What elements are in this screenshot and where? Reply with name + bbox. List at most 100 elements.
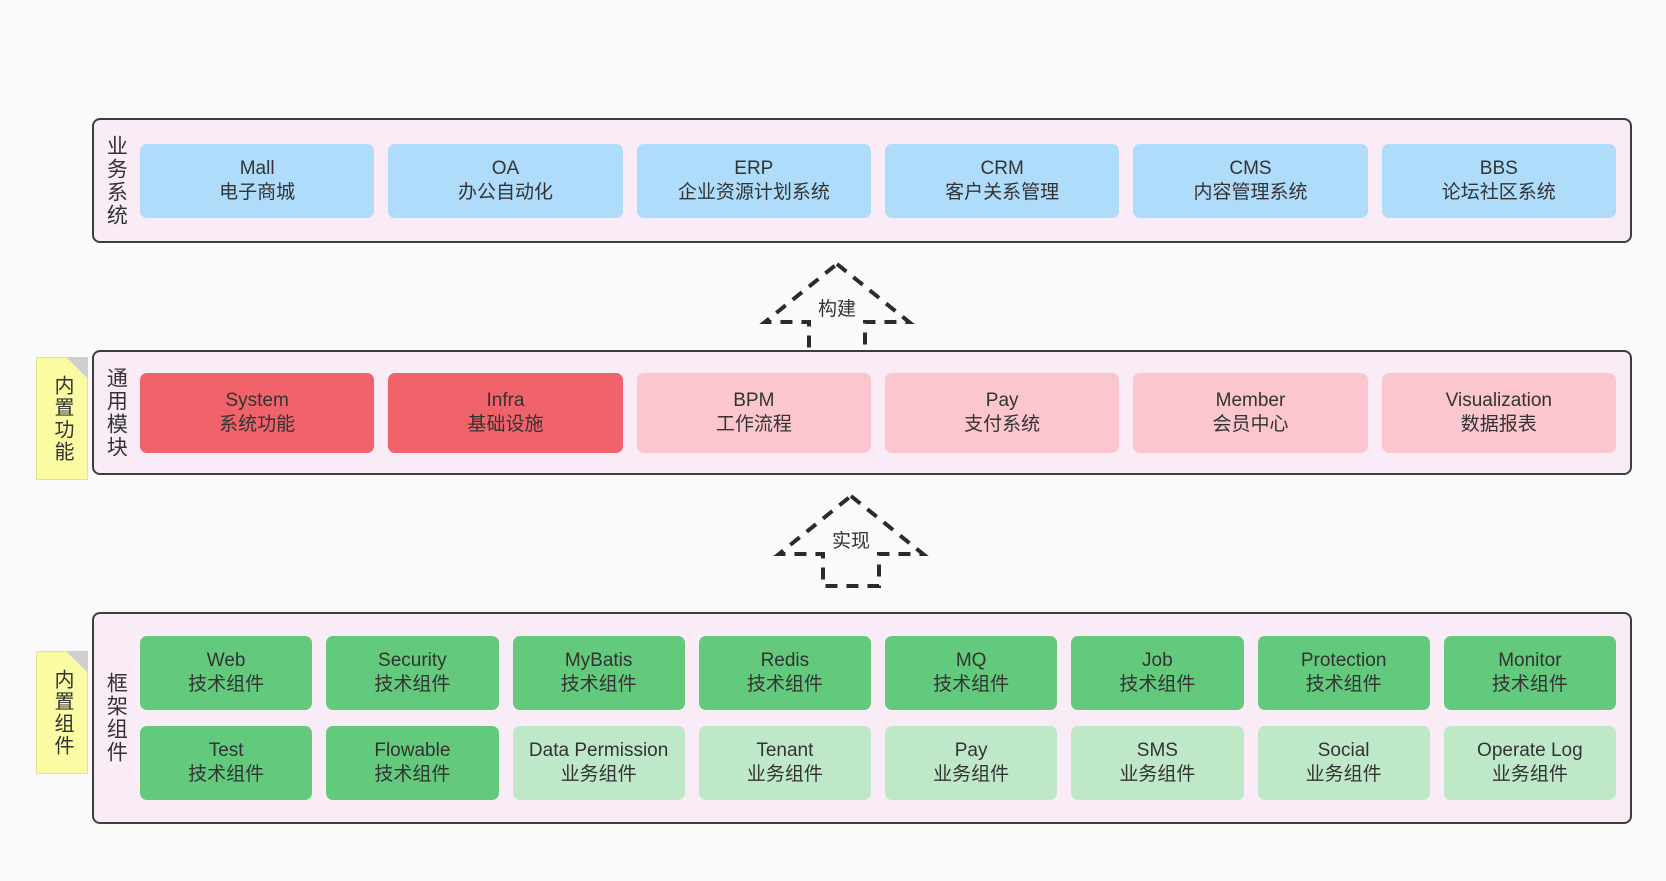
generalization-arrow-implement-shape — [773, 493, 929, 588]
card-title-en: MyBatis — [564, 650, 633, 672]
card-title-cn: 支付系统 — [964, 413, 1041, 435]
card-title-en: Data Permission — [528, 740, 669, 762]
card-title-cn: 论坛社区系统 — [1441, 181, 1556, 203]
note-builtin-components: 内置组件 — [36, 651, 88, 774]
framework-components-label: 框架组件 — [104, 672, 128, 764]
card-title-cn: 业务组件 — [560, 764, 637, 785]
card-title-en: Member — [1215, 389, 1286, 411]
card-title-en: BPM — [733, 389, 775, 411]
card-title-cn: 办公自动化 — [457, 181, 553, 203]
card-title-en: Pay — [954, 740, 988, 762]
card-title-en: OA — [491, 157, 520, 179]
card-title-cn: 会员中心 — [1212, 413, 1289, 435]
arrow-build-label: 构建 — [815, 294, 859, 321]
card-title-en: CRM — [980, 157, 1024, 179]
card-title-cn: 数据报表 — [1460, 413, 1537, 435]
business-systems-label: 业务系统 — [104, 134, 128, 227]
card-title-cn: 内容管理系统 — [1193, 181, 1308, 203]
common-modules-label: 通用模块 — [104, 366, 128, 459]
card-title-en: BBS — [1479, 157, 1518, 179]
card-title-en: Social — [1317, 740, 1370, 762]
card-title-en: Mall — [239, 157, 275, 179]
card-title-cn: 企业资源计划系统 — [677, 181, 830, 203]
card-title-en: Monitor — [1498, 650, 1562, 672]
card-title-cn: 技术组件 — [746, 674, 823, 695]
card-title-en: Visualization — [1445, 389, 1552, 411]
card-title-cn: 系统功能 — [219, 413, 296, 435]
card-title-en: Job — [1142, 650, 1173, 672]
card-title-cn: 技术组件 — [1119, 674, 1196, 695]
card-title-cn: 技术组件 — [560, 674, 637, 695]
card-title-cn: 电子商城 — [219, 181, 296, 203]
card-title-en: Web — [206, 650, 246, 672]
card-title-cn: 业务组件 — [1491, 764, 1568, 785]
note-builtin-components-label: 内置组件 — [51, 668, 73, 757]
note-builtin-features: 内置功能 — [36, 357, 88, 480]
card-title-cn: 技术组件 — [374, 764, 451, 785]
card-title-cn: 技术组件 — [188, 764, 265, 785]
card-title-en: System — [225, 389, 289, 411]
card-title-cn: 客户关系管理 — [945, 181, 1060, 203]
card-title-en: CMS — [1229, 157, 1272, 179]
note-builtin-features-label: 内置功能 — [51, 374, 73, 463]
card-title-cn: 业务组件 — [1305, 764, 1382, 785]
card-title-en: Infra — [486, 389, 525, 411]
generalization-arrow-implement: 实现 — [771, 490, 931, 590]
card-title-cn: 业务组件 — [933, 764, 1010, 785]
card-title-cn: 业务组件 — [1119, 764, 1196, 785]
card-title-cn: 技术组件 — [933, 674, 1010, 695]
card-title-en: Flowable — [374, 740, 451, 762]
card-title-en: Test — [208, 740, 244, 762]
card-title-cn: 技术组件 — [374, 674, 451, 695]
card-title-en: Operate Log — [1477, 740, 1583, 762]
arrow-implement-label: 实现 — [829, 526, 873, 553]
card-title-en: Protection — [1300, 650, 1387, 672]
generalization-arrow-build: 构建 — [757, 258, 917, 358]
card-title-en: Pay — [985, 389, 1019, 411]
card-title-en: Redis — [760, 650, 810, 672]
card-title-en: SMS — [1136, 740, 1178, 762]
card-title-en: MQ — [955, 650, 987, 672]
card-title-cn: 技术组件 — [188, 674, 265, 695]
card-title-cn: 业务组件 — [746, 764, 823, 785]
card-title-cn: 工作流程 — [715, 413, 792, 435]
card-title-en: Tenant — [756, 740, 814, 762]
card-title-en: Security — [378, 650, 447, 672]
card-title-cn: 技术组件 — [1491, 674, 1568, 695]
